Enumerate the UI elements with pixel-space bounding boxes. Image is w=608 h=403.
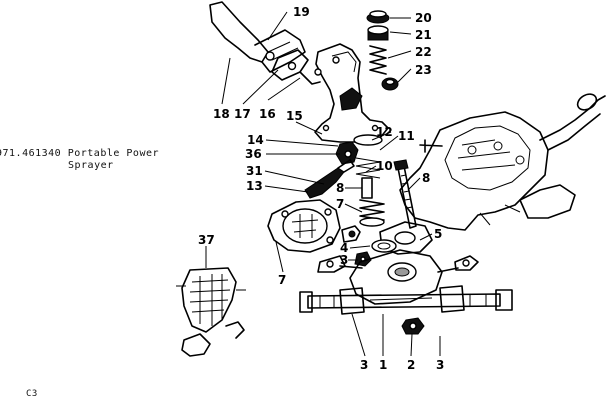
discharge-fitting [341,225,361,243]
part-37-strainer [176,267,246,357]
callout-4: 3 [340,253,348,267]
piston-spring-stack [335,134,385,227]
callout-3-left: 3 [360,358,368,372]
part-8-bolt [393,159,417,229]
callout-25: 23 [415,63,432,77]
callout-10: 7 [336,197,344,211]
part-1-manifold-pipe [299,285,513,315]
part-6-cover-plate [371,221,433,255]
callout-7: 7 [278,273,286,287]
pump-base-body [317,249,479,305]
callout-17: 15 [286,109,303,123]
diagram-caption-line-1: 971.461340 Portable Power [0,148,160,159]
diagram-caption-line-2: Sprayer [68,160,114,171]
callout-12: 10 [376,159,393,173]
callout-19: 17 [234,107,251,121]
callout-leaders [205,11,441,357]
callout-16: 14 [247,133,264,147]
engine-block [399,93,606,231]
callout-18: 16 [259,107,276,121]
callout-23: 21 [415,28,432,42]
callout-labels: 19 20 21 22 23 18 17 16 15 14 36 31 13 1… [198,5,444,372]
page-reference: C3 [26,389,38,399]
callout-1: 1 [379,358,387,372]
callout-2: 2 [407,358,415,372]
part-21-handle-lever [209,1,306,73]
callout-20: 18 [213,107,230,121]
callout-31: 31 [246,164,263,178]
callout-21: 19 [293,5,310,19]
part-22-25-valve-stack [366,10,399,91]
callout-13: 11 [398,129,415,143]
callout-22: 20 [415,11,432,25]
callout-14: 12 [376,125,393,139]
part-15-lever [304,159,355,199]
callout-3-right: 3 [436,358,444,372]
pump-head-housing [314,43,389,143]
callout-6: 5 [434,227,442,241]
part-7-air-chamber [267,199,341,253]
callout-11: 8 [336,181,344,195]
callout-24: 22 [415,45,432,59]
callout-37: 37 [198,233,215,247]
callout-5: 4 [340,241,348,255]
callout-15: 13 [246,179,263,193]
part-2-nut [401,317,425,335]
part-18-19-linkage [271,49,321,85]
callout-8: 8 [422,171,430,185]
callout-36: 36 [245,147,262,161]
